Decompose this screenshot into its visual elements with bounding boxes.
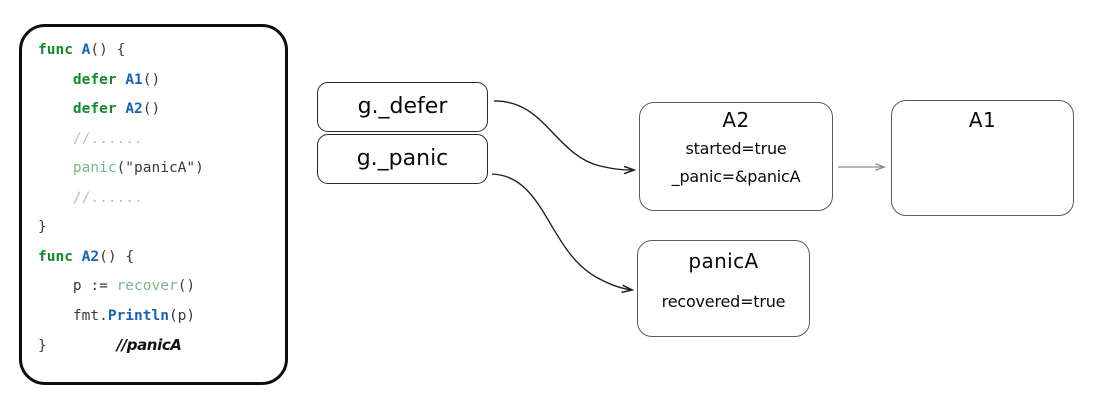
node-g-defer-title: g._defer [357,94,448,119]
code-token-builtin: recover [116,278,178,294]
code-token-plain: p := [38,278,117,294]
code-line: defer A2() [38,95,279,125]
code-line: defer A1() [38,66,279,96]
node-g-panic-title: g._panic [356,146,449,171]
node-g-panic[interactable]: g._panic [317,134,488,184]
code-token-hand: //panicA [116,336,182,354]
code-line: p := recover() [38,272,279,302]
node-a1-title: A1 [968,108,997,132]
code-line: fmt.Println(p) [38,302,279,332]
code-token-kw: func [38,42,82,58]
code-line: func A2() { [38,243,279,273]
node-a2-field-panic: _panic=&panicA [671,167,801,186]
code-line: } [38,213,279,243]
arrow-g-defer-to-a2 [493,100,634,170]
code-token-plain [47,338,117,354]
code-token-plain: () { [90,42,126,58]
code-line: func A() { [38,36,279,66]
node-a1[interactable]: A1 [891,100,1074,216]
code-token-plain: () [142,101,161,117]
code-token-plain [38,160,73,176]
code-token-fn: A2 [81,248,100,265]
node-panica-field-recovered: recovered=true [661,292,786,311]
node-panica-title: panicA [688,249,759,273]
code-token-fn: Println [107,307,169,324]
arrow-g-panic-to-panica [491,173,632,290]
code-token-plain: () [142,71,161,88]
code-token-plain: fmt. [38,307,108,324]
code-line: } //panicA [38,331,279,361]
code-token-plain: } [38,338,47,354]
node-g-defer[interactable]: g._defer [317,82,488,132]
code-token-builtin: panic [72,160,117,176]
node-panica[interactable]: panicA recovered=true [637,240,810,337]
node-a2-field-started: started=true [685,139,787,158]
code-panel: func A() { defer A1() defer A2() //.....… [19,24,288,385]
code-token-plain: () [177,278,196,294]
code-token-str: ("panicA") [116,160,204,176]
code-token-kw: defer [38,101,126,117]
code-token-kw: func [38,248,82,265]
code-token-fn: A2 [125,101,143,117]
code-token-fn: A [81,42,91,58]
code-token-comment: //...... [38,130,143,147]
code-token-plain: } [38,219,47,235]
code-token-plain: () { [99,248,135,265]
node-a2[interactable]: A2 started=true _panic=&panicA [639,102,833,211]
code-token-plain: (p) [168,307,196,324]
code-token-comment: //...... [38,189,143,206]
node-a2-title: A2 [722,108,750,132]
code-listing: func A() { defer A1() defer A2() //.....… [38,36,279,361]
code-token-kw: defer [38,71,126,88]
code-line: //...... [38,184,279,214]
code-token-fn: A1 [125,71,143,88]
code-line: //...... [38,125,279,155]
code-line: panic("panicA") [38,154,279,184]
